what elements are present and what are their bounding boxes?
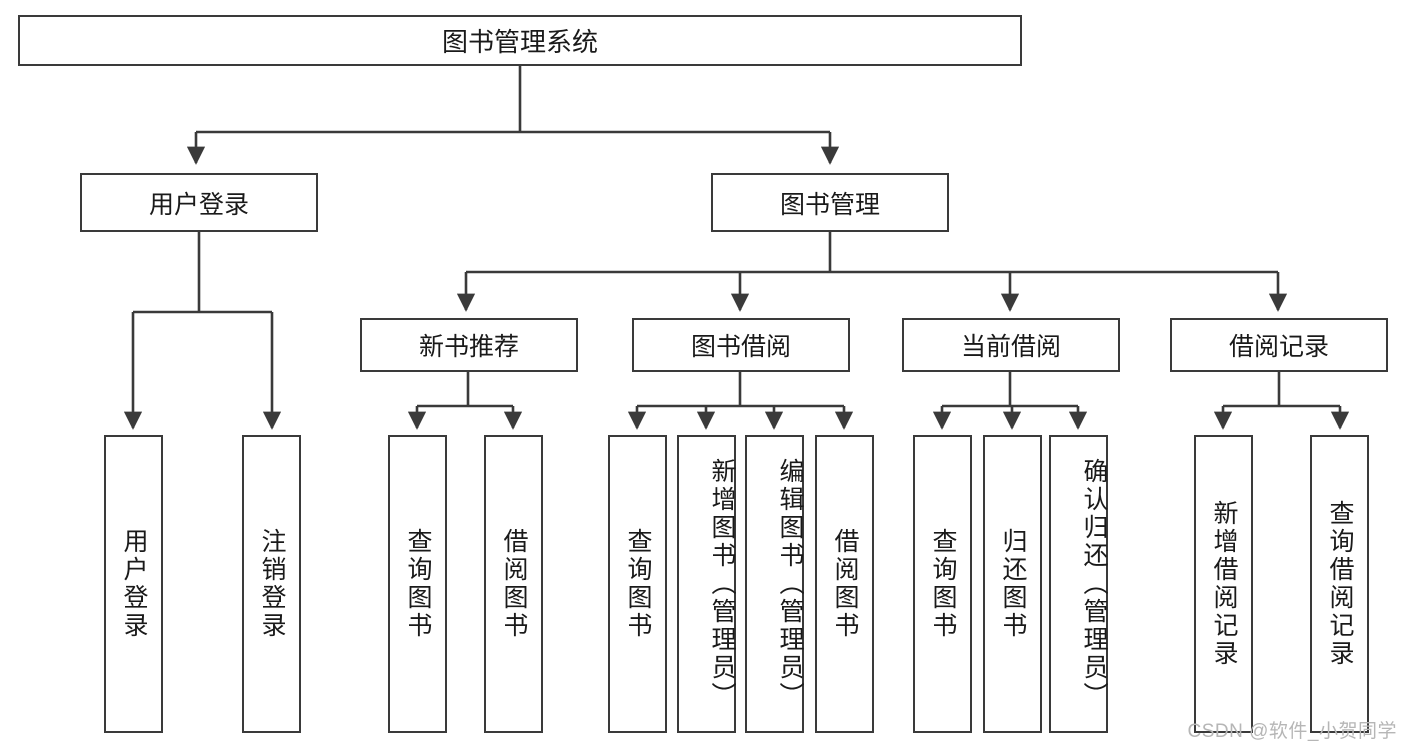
node-label: 编辑图书（管理员） xyxy=(776,458,804,710)
node-label: 查询图书 xyxy=(624,528,652,640)
leaf-add-borrow-record[interactable]: 新增借阅记录 xyxy=(1194,435,1253,733)
node-label: 归还图书 xyxy=(999,528,1027,640)
node-label: 借阅记录 xyxy=(1228,333,1329,361)
watermark-text: CSDN @软件_小贺同学 xyxy=(1187,721,1397,742)
node-label: 查询图书 xyxy=(404,528,432,640)
leaf-query-borrow-record[interactable]: 查询借阅记录 xyxy=(1310,435,1369,733)
node-label: 新书推荐 xyxy=(418,333,519,361)
leaf-borrow-books[interactable]: 借阅图书 xyxy=(815,435,874,733)
leaf-confirm-return-admin[interactable]: 确认归还（管理员） xyxy=(1049,435,1108,733)
node-label: 当前借阅 xyxy=(960,333,1061,361)
node-user-login[interactable]: 用户登录 xyxy=(80,173,318,232)
leaf-query-books-current[interactable]: 查询图书 xyxy=(913,435,972,733)
leaf-edit-book-admin[interactable]: 编辑图书（管理员） xyxy=(745,435,804,733)
leaf-return-books[interactable]: 归还图书 xyxy=(983,435,1042,733)
node-book-management[interactable]: 图书管理 xyxy=(711,173,949,232)
node-label: 借阅图书 xyxy=(831,528,859,640)
node-label: 查询借阅记录 xyxy=(1326,500,1354,668)
node-label: 借阅图书 xyxy=(500,528,528,640)
node-current-borrow[interactable]: 当前借阅 xyxy=(902,318,1120,372)
node-book-borrow[interactable]: 图书借阅 xyxy=(632,318,850,372)
node-root-book-management-system[interactable]: 图书管理系统 xyxy=(18,15,1022,66)
node-label: 图书管理 xyxy=(779,190,880,219)
leaf-query-books-recommend[interactable]: 查询图书 xyxy=(388,435,447,733)
node-label: 新增借阅记录 xyxy=(1210,500,1238,668)
node-label: 新增图书（管理员） xyxy=(708,458,736,710)
leaf-user-login[interactable]: 用户登录 xyxy=(104,435,163,733)
node-label: 图书管理系统 xyxy=(441,27,598,57)
leaf-borrow-books-recommend[interactable]: 借阅图书 xyxy=(484,435,543,733)
node-label: 确认归还（管理员） xyxy=(1080,458,1108,710)
leaf-logout[interactable]: 注销登录 xyxy=(242,435,301,733)
node-label: 图书借阅 xyxy=(690,333,791,361)
node-label: 注销登录 xyxy=(258,528,286,640)
node-new-book-recommendation[interactable]: 新书推荐 xyxy=(360,318,578,372)
node-label: 用户登录 xyxy=(120,528,148,640)
leaf-add-book-admin[interactable]: 新增图书（管理员） xyxy=(677,435,736,733)
node-label: 查询图书 xyxy=(929,528,957,640)
node-borrow-records[interactable]: 借阅记录 xyxy=(1170,318,1388,372)
node-label: 用户登录 xyxy=(148,190,249,219)
leaf-query-books-borrow[interactable]: 查询图书 xyxy=(608,435,667,733)
